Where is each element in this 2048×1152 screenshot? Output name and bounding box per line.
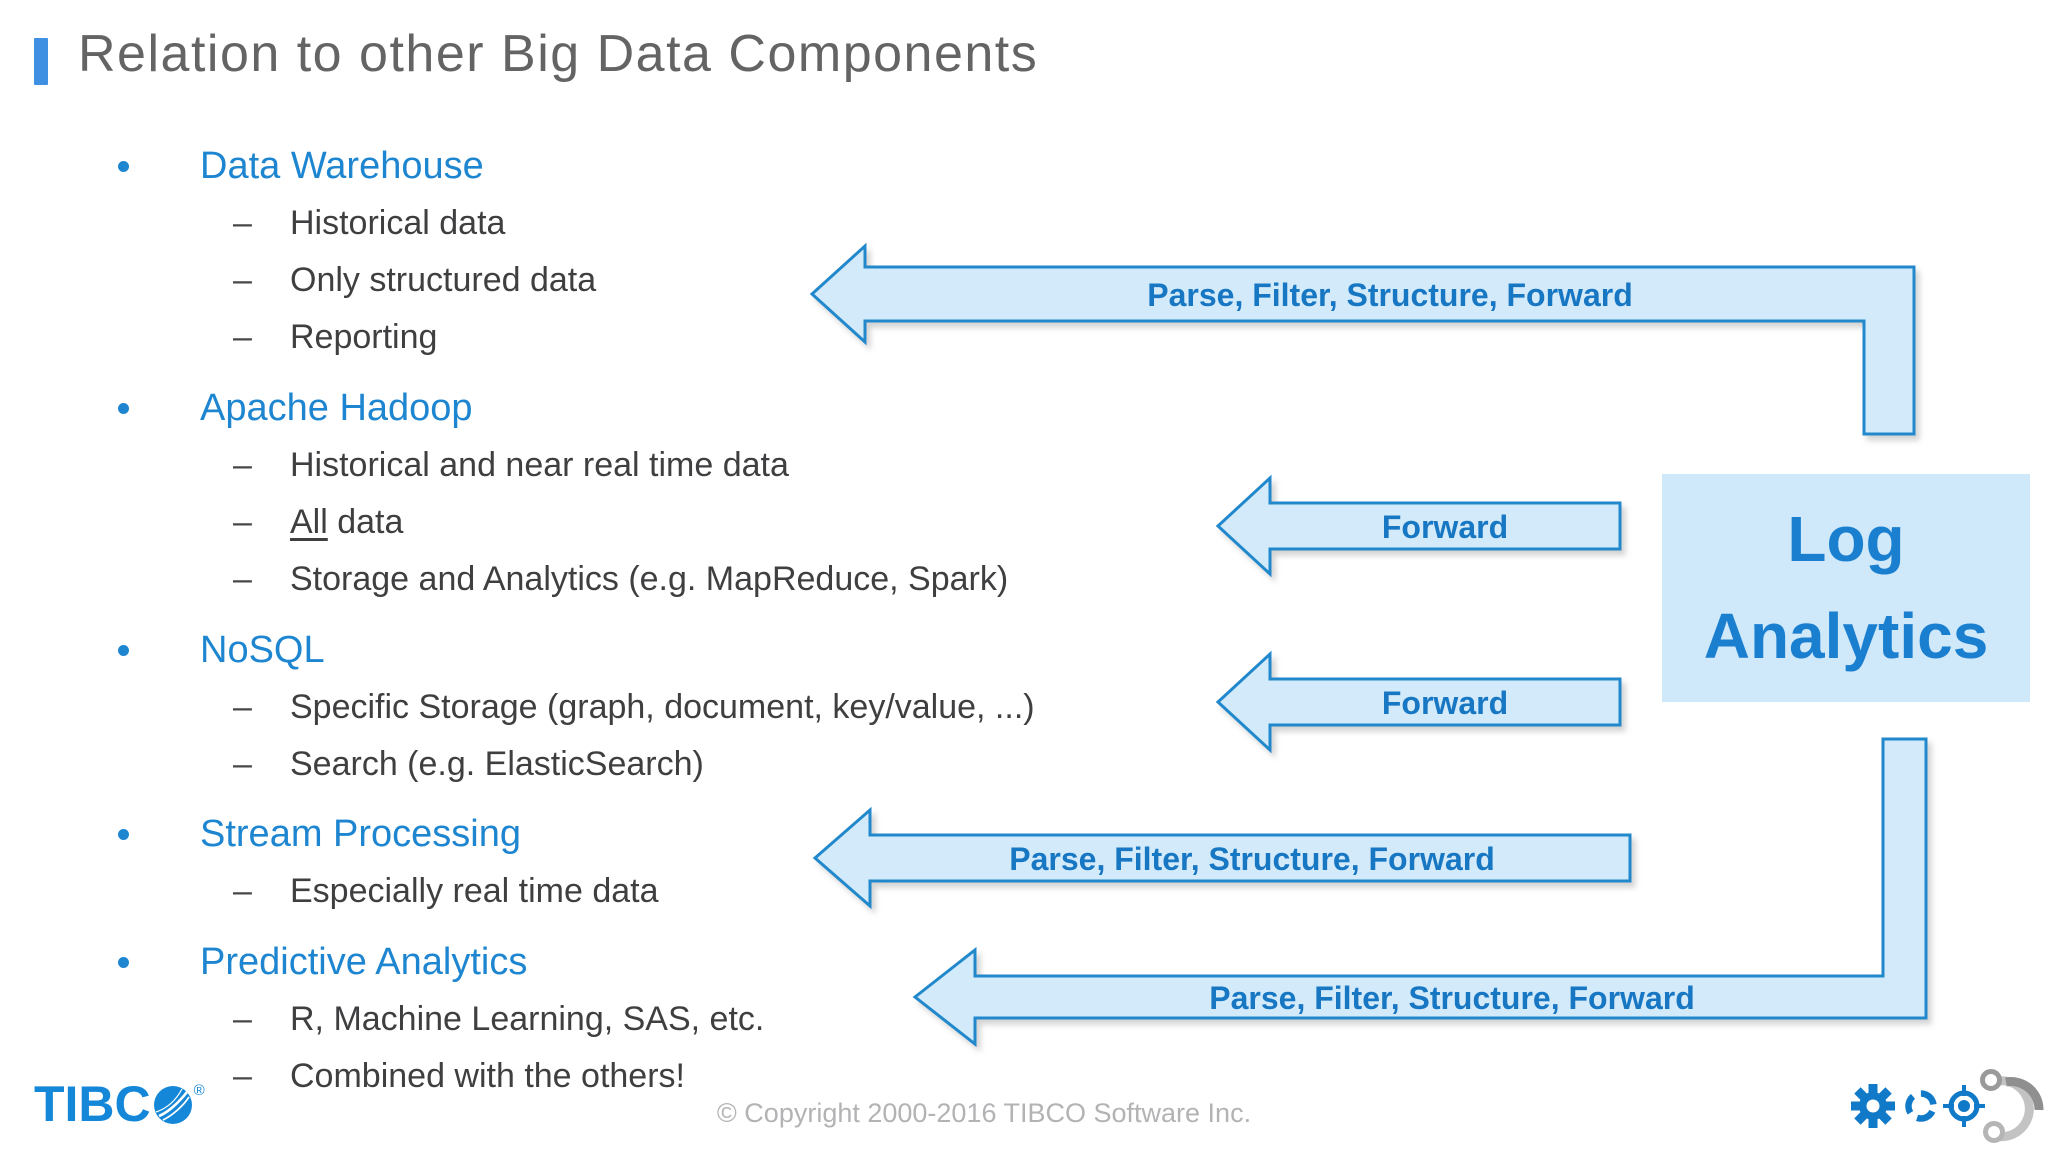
copyright-text: © Copyright 2000-2016 TIBCO Software Inc…	[716, 1098, 1252, 1128]
list-item: – Combined with the others!	[0, 1048, 1320, 1105]
section-heading: Apache Hadoop	[200, 387, 473, 429]
predictive-arrow-label: Parse, Filter, Structure, Forward	[1209, 980, 1694, 1016]
section-heading: Stream Processing	[200, 813, 522, 855]
section-nosql: NoSQL – Specific Storage (graph, documen…	[0, 622, 1320, 793]
arrow-shapes	[809, 242, 1928, 1048]
process-arc-graphic	[1980, 1069, 2044, 1143]
predictive-arrow	[912, 737, 1928, 1048]
list-item-text: Only structured data	[290, 261, 597, 299]
list-item: – Historical data	[0, 195, 1320, 252]
hadoop-arrow-label: Forward	[1382, 509, 1508, 545]
list-item: – Only structured data	[0, 252, 1320, 309]
dash-marker: –	[233, 688, 252, 726]
bullet-dot-icon	[118, 403, 129, 414]
log-analytics-line1: Log	[1787, 503, 1905, 575]
dash-marker: –	[233, 1000, 252, 1038]
list-item: Stream Processing	[0, 806, 1320, 863]
title-accent-bar	[34, 38, 48, 85]
page-title: Relation to other Big Data Components	[78, 25, 1039, 83]
list-item-text-rest: data	[327, 503, 404, 541]
stream-arrow-label: Parse, Filter, Structure, Forward	[1009, 841, 1494, 877]
section-apache-hadoop: Apache Hadoop – Historical and near real…	[0, 380, 1320, 608]
nosql-arrow	[1215, 650, 1622, 754]
corner-icons	[1851, 1069, 2044, 1143]
list-item: – Search (e.g. ElasticSearch)	[0, 736, 1320, 793]
section-data-warehouse: Data Warehouse – Historical data – Only …	[0, 138, 1320, 366]
tibco-o-icon	[153, 1086, 192, 1124]
list-item: Apache Hadoop	[0, 380, 1320, 437]
list-item: NoSQL	[0, 622, 1320, 679]
bullet-dot-icon	[118, 957, 129, 968]
bullet-dot-icon	[118, 645, 129, 656]
list-item-text: Specific Storage (graph, document, key/v…	[290, 688, 1035, 726]
list-item: – Specific Storage (graph, document, key…	[0, 679, 1320, 736]
dash-marker: –	[233, 318, 252, 356]
hadoop-arrow	[1215, 474, 1622, 578]
bullet-dot-icon	[118, 829, 129, 840]
list-item-text: All data	[290, 503, 403, 542]
stream-arrow	[812, 806, 1632, 910]
list-item: – All data	[0, 494, 1320, 551]
section-stream-processing: Stream Processing – Especially real time…	[0, 806, 1320, 920]
target-icon	[1943, 1085, 1985, 1127]
dash-marker: –	[233, 1057, 252, 1095]
data-warehouse-arrow-label: Parse, Filter, Structure, Forward	[1147, 277, 1632, 313]
list-item: Data Warehouse	[0, 138, 1320, 195]
section-heading: Data Warehouse	[200, 145, 484, 187]
gear-icon	[1851, 1084, 1895, 1128]
list-item: – Storage and Analytics (e.g. MapReduce,…	[0, 551, 1320, 608]
nosql-arrow-label: Forward	[1382, 685, 1508, 721]
log-analytics-line2: Analytics	[1703, 600, 1989, 672]
bullet-dot-icon	[118, 161, 129, 172]
tibco-logo: TIBC ®	[34, 1076, 205, 1132]
section-heading: Predictive Analytics	[200, 941, 528, 983]
list-item: – Reporting	[0, 309, 1320, 366]
list-item-text: R, Machine Learning, SAS, etc.	[290, 1000, 765, 1038]
arrow-labels: Parse, Filter, Structure, Forward Forwar…	[1009, 277, 1694, 1016]
list-item-text: Especially real time data	[290, 872, 659, 910]
list-item: – R, Machine Learning, SAS, etc.	[0, 991, 1320, 1048]
list-item: – Historical and near real time data	[0, 437, 1320, 494]
dash-marker: –	[233, 872, 252, 910]
underlined-word: All	[290, 503, 328, 541]
list-item-text: Search (e.g. ElasticSearch)	[290, 745, 704, 783]
dash-marker: –	[233, 261, 252, 299]
list-item-text: Storage and Analytics (e.g. MapReduce, S…	[290, 560, 1009, 598]
list-item: – Especially real time data	[0, 863, 1320, 920]
dash-marker: –	[233, 204, 252, 242]
section-predictive-analytics: Predictive Analytics – R, Machine Learni…	[0, 934, 1320, 1105]
list-item-text: Historical and near real time data	[290, 446, 789, 484]
dash-marker: –	[233, 503, 252, 541]
data-warehouse-arrow	[809, 242, 1916, 436]
tibco-logo-text: TIBC	[34, 1076, 151, 1132]
list-item: Predictive Analytics	[0, 934, 1320, 991]
list-item-text: Reporting	[290, 318, 438, 356]
list-item-text: Historical data	[290, 204, 506, 242]
dash-marker: –	[233, 446, 252, 484]
log-analytics-box: Log Analytics	[1662, 474, 2030, 702]
section-heading: NoSQL	[200, 629, 325, 671]
list-item-text: Combined with the others!	[290, 1057, 685, 1095]
dash-marker: –	[233, 745, 252, 783]
refresh-icon	[1905, 1090, 1937, 1122]
dash-marker: –	[233, 560, 252, 598]
registered-mark: ®	[193, 1082, 205, 1099]
